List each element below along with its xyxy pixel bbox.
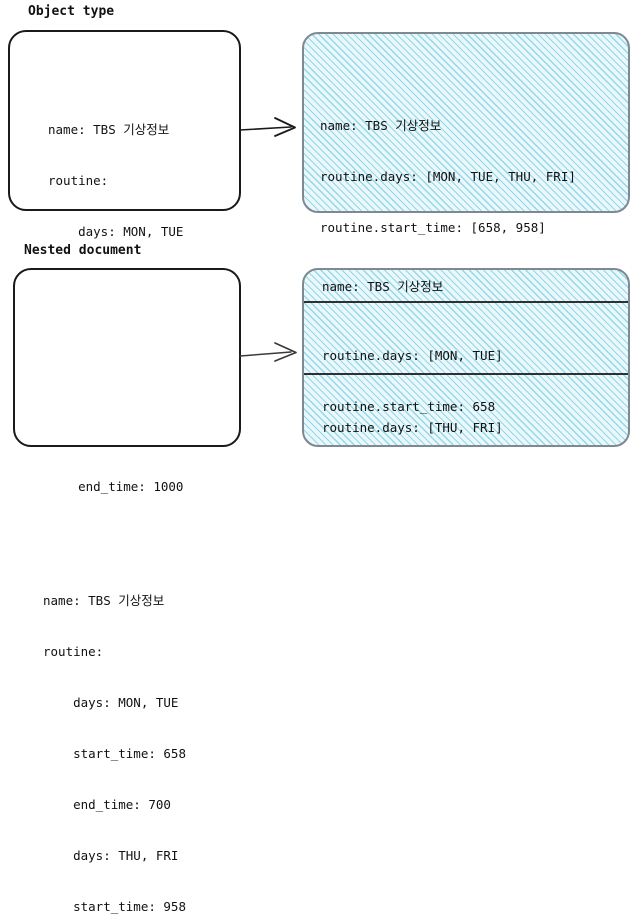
code-line: start_time: 958 [73,899,186,914]
code-line: name: TBS 기상정보 [48,122,170,137]
nested-result-document-row: routine.days: [THU, FRI] routine.start_t… [304,375,628,445]
nested-result-document-text: routine.days: [THU, FRI] routine.start_t… [322,385,503,445]
object-type-source-panel: name: TBS 기상정보 routine: days: MON, TUE s… [8,30,241,494]
code-line: days: MON, TUE [73,695,179,710]
code-line: name: TBS 기상정보 [320,118,442,133]
code-line: routine.days: [THU, FRI] [322,420,503,435]
code-line: routine.start_time: 658 [322,399,496,414]
code-line: routine.days: [MON, TUE, THU, FRI] [320,169,576,184]
section-title-object-type: Object type [28,4,115,19]
nested-document-source-code: name: TBS 기상정보 routine: days: MON, TUE s… [43,558,186,920]
code-line: routine: [43,644,104,659]
nested-result-document-row: routine.days: [MON, TUE] routine.start_t… [304,303,628,414]
nested-result-header-text: name: TBS 기상정보 [322,279,444,294]
code-line: name: TBS 기상정보 [43,593,165,608]
nested-document-source-panel: name: TBS 기상정보 routine: days: MON, TUE s… [13,268,241,914]
nested-result-document-text: routine.days: [MON, TUE] routine.start_t… [322,313,503,445]
code-line: days: THU, FRI [73,848,179,863]
code-line: end_time: 1000 [78,479,184,494]
section-title-nested-document: Nested document [24,243,142,258]
arrow-right-icon [239,342,297,362]
code-line: start_time: 658 [73,746,186,761]
nested-document-result-panel: name: TBS 기상정보 routine.days: [MON, TUE] … [302,268,630,447]
arrow-right-icon [239,117,296,137]
nested-result-header-row: name: TBS 기상정보 [304,270,628,303]
code-line: days: MON, TUE [78,224,184,239]
code-line: end_time: 700 [73,797,171,812]
code-line: routine: [48,173,109,188]
object-type-result-panel [302,32,630,213]
code-line: routine.start_time: [658, 958] [320,220,546,235]
code-line: routine.days: [MON, TUE] [322,348,503,363]
